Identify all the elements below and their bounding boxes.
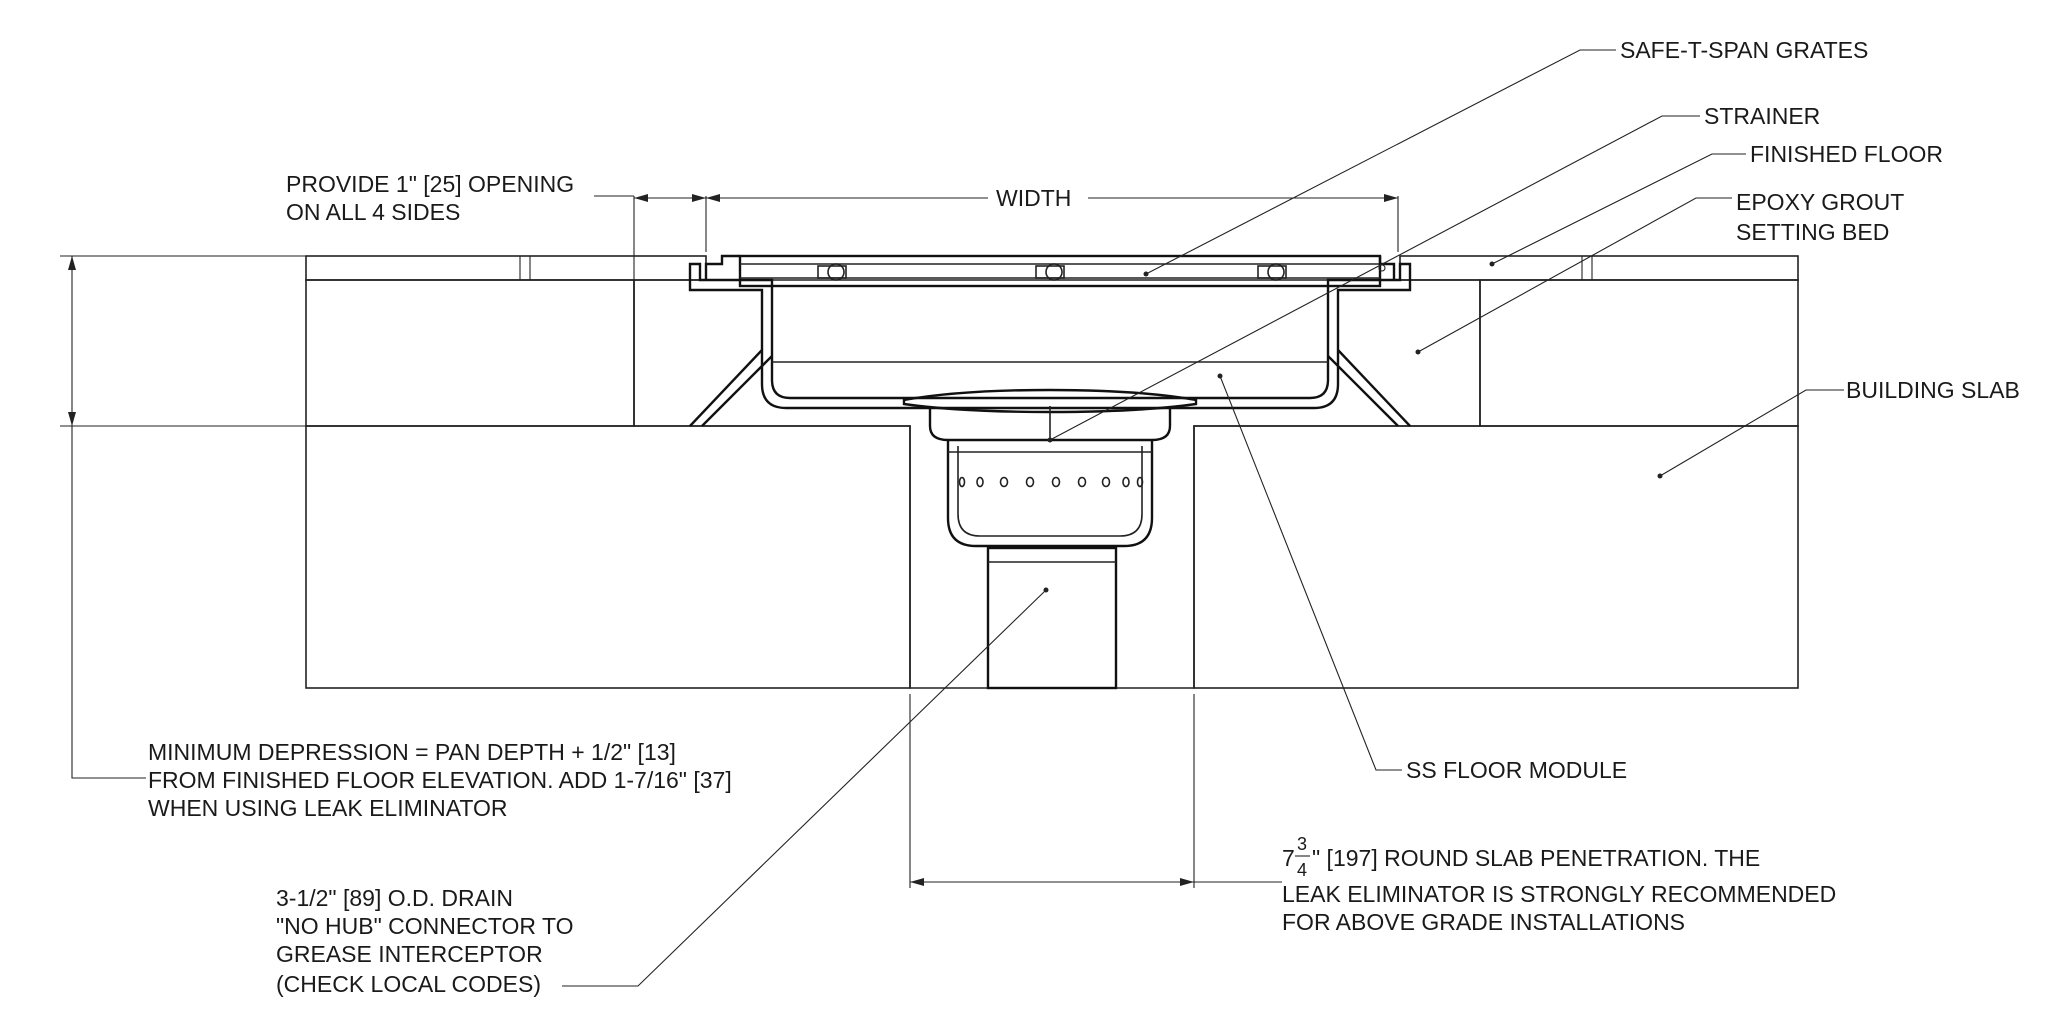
label-drain-3: GREASE INTERCEPTOR bbox=[276, 941, 543, 967]
label-penetration-1: " [197] ROUND SLAB PENETRATION. THE bbox=[1312, 845, 1760, 871]
label-depression-2: FROM FINISHED FLOOR ELEVATION. ADD 1-7/1… bbox=[148, 767, 732, 793]
drain-flange bbox=[902, 388, 1198, 414]
label-epoxy-grout-2: SETTING BED bbox=[1736, 219, 1889, 245]
label-drain-4: (CHECK LOCAL CODES) bbox=[276, 971, 541, 997]
label-strainer: STRAINER bbox=[1704, 103, 1820, 129]
label-penetration-3: FOR ABOVE GRADE INSTALLATIONS bbox=[1282, 909, 1685, 935]
label-drain-1: 3-1/2" [89] O.D. DRAIN bbox=[276, 885, 513, 911]
label-penetration-den: 4 bbox=[1297, 860, 1307, 880]
slab-upper-right bbox=[1479, 279, 1799, 427]
strainer-holes bbox=[958, 476, 1144, 488]
label-finished-floor: FINISHED FLOOR bbox=[1750, 141, 1943, 167]
dimension-depression bbox=[60, 255, 306, 779]
label-opening-1: PROVIDE 1" [25] OPENING bbox=[286, 171, 574, 197]
label-depression-3: WHEN USING LEAK ELIMINATOR bbox=[148, 795, 508, 821]
finished-floor-right bbox=[1399, 255, 1799, 281]
label-ss-floor-module: SS FLOOR MODULE bbox=[1406, 757, 1627, 783]
label-width: WIDTH bbox=[996, 185, 1071, 211]
slab-lower-left bbox=[305, 425, 911, 689]
label-depression-1: MINIMUM DEPRESSION = PAN DEPTH + 1/2" [1… bbox=[148, 739, 676, 765]
slab-lower-right bbox=[1193, 425, 1799, 689]
ss-floor-module bbox=[688, 262, 1412, 410]
label-opening-2: ON ALL 4 SIDES bbox=[286, 199, 460, 225]
label-penetration-num: 3 bbox=[1297, 834, 1307, 854]
slab-upper-left bbox=[305, 279, 635, 427]
dimension-penetration bbox=[909, 694, 1282, 888]
label-penetration-2: LEAK ELIMINATOR IS STRONGLY RECOMMENDED bbox=[1282, 881, 1836, 907]
label-epoxy-grout-1: EPOXY GROUT bbox=[1736, 189, 1904, 215]
finished-floor-left bbox=[305, 255, 707, 281]
label-building-slab: BUILDING SLAB bbox=[1846, 377, 2020, 403]
label-drain-2: "NO HUB" CONNECTOR TO bbox=[276, 913, 573, 939]
safe-t-span-grate bbox=[738, 254, 1382, 288]
label-safe-t-span-grates: SAFE-T-SPAN GRATES bbox=[1620, 37, 1868, 63]
label-penetration-whole: 7 bbox=[1282, 845, 1295, 871]
drain-pipe bbox=[986, 546, 1118, 690]
dimension-opening-width bbox=[594, 194, 1399, 280]
